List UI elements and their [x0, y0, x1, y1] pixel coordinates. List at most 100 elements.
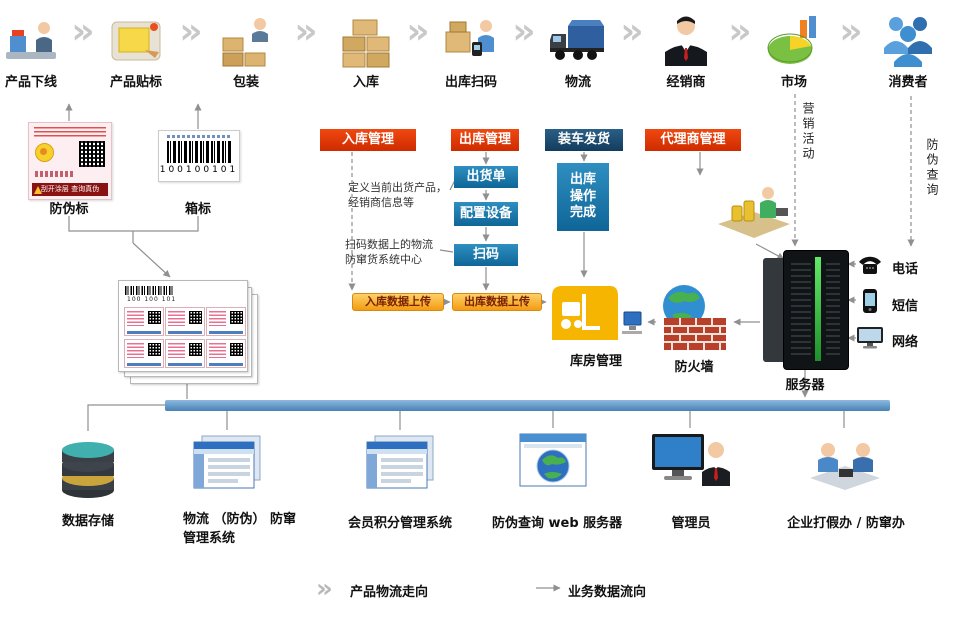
barcode-icon	[125, 286, 173, 295]
tiny-text-lines	[35, 171, 75, 177]
chevron-icon: »	[294, 11, 318, 52]
step-dealer: 经销商	[648, 8, 724, 90]
server-label: 服务器	[785, 378, 825, 393]
tiny-text-line	[167, 135, 231, 138]
qr-code-icon	[79, 141, 105, 167]
tiny-text-lines	[34, 127, 106, 137]
mobile-sms-icon	[862, 288, 878, 318]
step-label: 消费者	[888, 75, 928, 90]
note-scan-data: 扫码数据上的物流防窜货系统中心	[345, 238, 433, 266]
step-packaging: 包装	[208, 8, 284, 90]
step-label: 物流	[564, 75, 591, 90]
step-inbound: 入库	[328, 8, 404, 90]
warning-triangle-icon	[34, 186, 42, 194]
web-server-browser-icon	[518, 432, 588, 496]
agent-scene-icon	[712, 178, 796, 246]
step-product-offline: 产品下线	[0, 8, 69, 90]
chevron-icon: »	[71, 11, 95, 52]
sms-label: 短信	[892, 299, 919, 314]
admin-label: 管理员	[671, 516, 711, 531]
consumers-icon	[884, 17, 932, 67]
box-label-card: 100100101	[158, 130, 240, 182]
boxes-stack-icon	[342, 19, 390, 68]
flow-bar	[165, 400, 890, 411]
logistics-system-window-icon	[192, 434, 262, 496]
mini-label	[124, 339, 164, 368]
packing-icon	[222, 18, 268, 67]
security-label-caption: 防伪标	[49, 202, 89, 217]
scan-box: 扫码	[454, 244, 518, 266]
legend-product-flow: 产品物流走向	[350, 585, 429, 600]
web-server-label: 防伪查询 web 服务器	[492, 516, 623, 531]
admin-icon	[650, 432, 736, 498]
step-logistics: 物流	[540, 8, 616, 90]
scratch-strip-text: 刮开涂层 查询真伪	[32, 183, 108, 196]
market-chart-icon	[767, 16, 816, 64]
outbound-upload-box: 出库数据上传	[452, 293, 542, 311]
outbound-done-text: 出库操作完成	[569, 171, 596, 221]
network-label: 网络	[892, 335, 919, 350]
step-consumer: 消费者	[870, 8, 946, 90]
step-label: 产品下线	[4, 75, 57, 90]
mini-label	[165, 307, 205, 336]
step-market: 市场	[756, 8, 832, 90]
loading-shipping-box: 装车发货	[545, 129, 623, 151]
step-product-labeling: 产品贴标	[98, 8, 174, 90]
seal-badge-icon	[35, 143, 54, 162]
inbound-upload-box: 入库数据上传	[352, 293, 444, 311]
member-points-window-icon	[365, 434, 435, 496]
sheet: 100 100 101	[118, 280, 248, 372]
chevron-icon: »	[406, 11, 430, 52]
businessman-icon	[665, 16, 707, 66]
barcode-number: 100 100 101	[127, 296, 177, 303]
office-label: 企业打假办 / 防窜办	[787, 516, 905, 531]
configure-device-box: 配置设备	[454, 202, 518, 226]
server-icon	[763, 250, 849, 370]
agent-mgmt-box: 代理商管理	[645, 129, 741, 151]
phone-label: 电话	[892, 262, 919, 277]
chevron-icon: »	[839, 11, 863, 52]
barcode-number: 100100101	[159, 165, 239, 175]
phone-icon	[856, 252, 884, 280]
logistics-system-label: 物流 （防伪） 防窜 管理系统	[183, 508, 303, 546]
step-outbound-scan: 出库扫码	[433, 8, 509, 90]
security-label-card: 刮开涂层 查询真伪	[28, 122, 112, 200]
warehouse-mgmt-label: 库房管理	[569, 354, 622, 369]
anti-fake-query-vtext: 防伪查询	[925, 138, 939, 198]
step-label: 入库	[352, 75, 379, 90]
truck-icon	[550, 20, 604, 60]
data-storage-label: 数据存储	[61, 514, 114, 529]
outbound-mgmt-box: 出库管理	[451, 129, 519, 151]
barcode-icon	[167, 141, 231, 163]
label-stack: 100 100 101	[118, 280, 258, 384]
shipment-order-box: 出货单	[454, 166, 518, 188]
chevron-icon: »	[179, 11, 203, 52]
mini-label	[206, 307, 246, 336]
logistics-system-label-line1: 物流 （防伪） 防窜	[183, 512, 297, 527]
firewall-label: 防火墙	[674, 360, 714, 375]
note-define: 定义当前出货产品，经销商信息等	[348, 181, 447, 209]
member-points-label: 会员积分管理系统	[347, 516, 452, 531]
chevron-icon: »	[620, 11, 644, 52]
chevron-icon: »	[512, 11, 536, 52]
network-monitor-icon	[856, 326, 884, 354]
outbound-done-box: 出库操作完成	[557, 163, 609, 231]
database-icon	[58, 432, 118, 504]
step-label: 产品贴标	[109, 75, 162, 90]
chevron-icon: »	[728, 11, 752, 52]
mini-label-grid	[124, 307, 246, 368]
legend-chevron-icon: »	[316, 574, 333, 604]
mini-label	[206, 339, 246, 368]
inbound-mgmt-box: 入库管理	[320, 129, 416, 151]
step-label: 市场	[780, 75, 807, 90]
scan-box-icon	[445, 20, 494, 56]
step-label: 经销商	[666, 75, 706, 90]
box-label-caption: 箱标	[184, 202, 211, 217]
mini-label	[124, 307, 164, 336]
firewall-icon	[658, 282, 730, 358]
mini-label	[165, 339, 205, 368]
warehouse-mgmt-icon	[548, 280, 644, 350]
step-label: 出库扫码	[444, 75, 497, 90]
logistics-system-label-line2: 管理系统	[183, 531, 236, 546]
